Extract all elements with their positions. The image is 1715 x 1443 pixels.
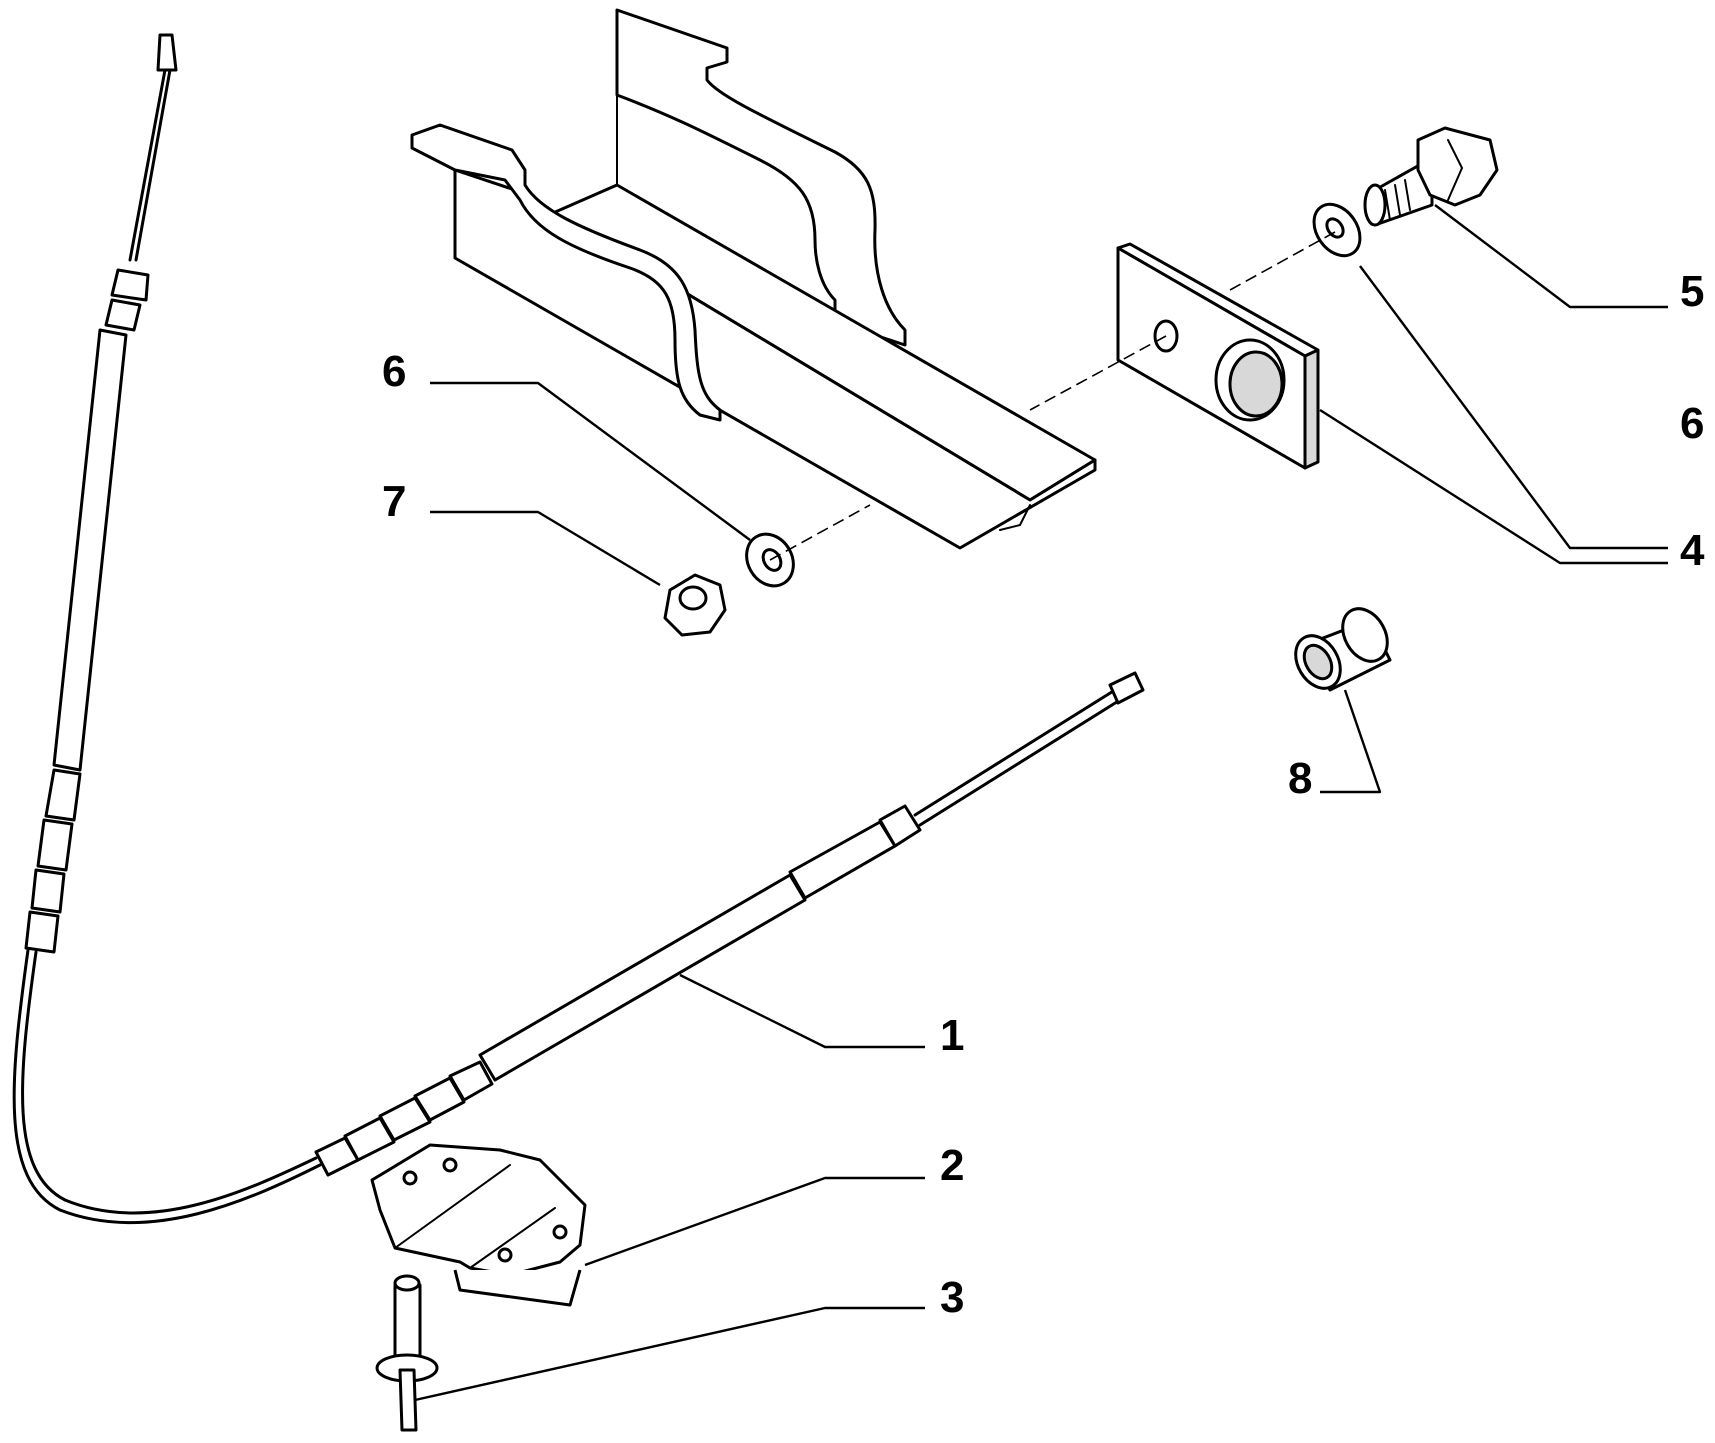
floor-panel-bracket <box>410 8 1097 550</box>
part-6-washer-lower <box>745 532 795 588</box>
part-7-nut <box>663 573 727 637</box>
callout-4: 4 <box>1680 526 1705 575</box>
part-6-washer-upper <box>1312 202 1362 258</box>
part-8-bushing <box>1294 607 1392 692</box>
part-3-rivet <box>375 1274 439 1432</box>
callout-1: 1 <box>940 1011 964 1060</box>
assembly-axis-lines <box>769 231 1336 561</box>
part-5-bolt <box>1363 126 1499 227</box>
callout-3: 3 <box>940 1273 964 1322</box>
callout-7: 7 <box>382 477 406 526</box>
callout-labels: 6 7 5 6 4 8 1 2 3 <box>382 267 1705 1322</box>
callout-6-right: 6 <box>1680 399 1704 448</box>
callout-2: 2 <box>940 1141 964 1190</box>
part-2-mounting-bracket <box>370 1143 587 1307</box>
leader-lines <box>414 204 1668 1402</box>
part-1-cable <box>12 33 1145 1225</box>
callout-8: 8 <box>1288 754 1312 803</box>
callout-5: 5 <box>1680 267 1704 316</box>
part-4-plate <box>1116 242 1320 470</box>
callout-6-left: 6 <box>382 347 406 396</box>
